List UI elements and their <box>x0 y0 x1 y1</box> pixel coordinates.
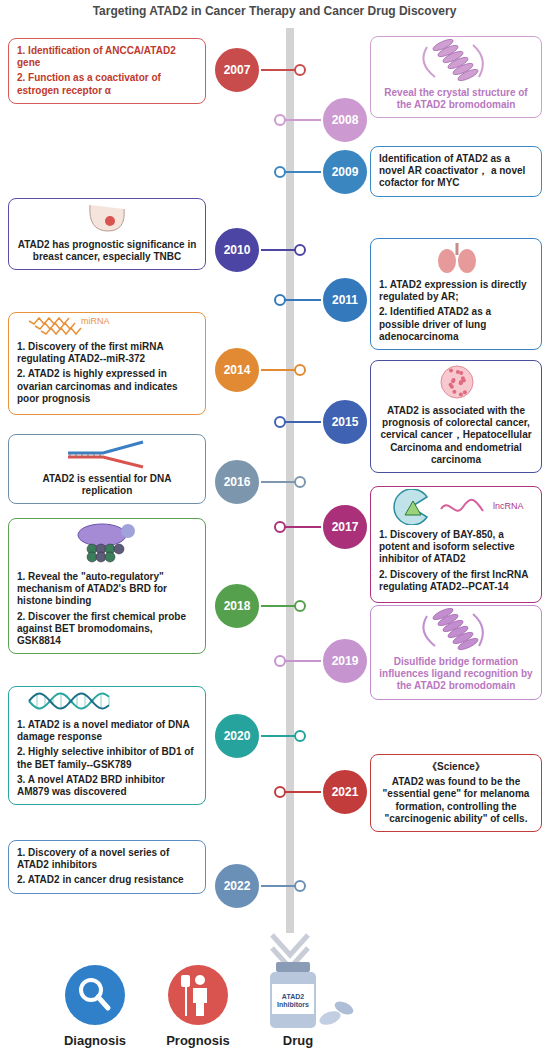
event-box: Reveal the crystal structure of the ATAD… <box>370 36 542 118</box>
event-text: ATAD2 is essential for DNA replication <box>17 473 197 497</box>
event-box: Identification of ATAD2 as a novel AR co… <box>370 146 542 197</box>
event-text: 2. Discover the first chemical probe aga… <box>17 611 197 648</box>
cell-icon <box>371 363 543 401</box>
event-box: 1. Identification of ANCCA/ATAD2 gene 2. … <box>8 38 206 104</box>
diagnosis-icon <box>65 965 125 1025</box>
timeline-tick <box>275 787 321 797</box>
event-text: 2. Highly selective inhibitor of BD1 of … <box>17 746 197 770</box>
year-label: 2021 <box>332 785 359 799</box>
event-box: 1. Discovery of BAY-850, a potent and is… <box>370 486 542 603</box>
icon-label: miRNA <box>81 316 110 326</box>
event-box: Disulfide bridge formation influences li… <box>370 605 542 700</box>
event-box: 1. ATAD2 is a novel mediator of DNA dama… <box>8 686 206 805</box>
event-box: 1. ATAD2 expression is directly regulate… <box>370 238 542 350</box>
year-circle: 2017 <box>321 503 369 551</box>
event-text: 1. Discovery of BAY-850, a potent and is… <box>379 529 533 566</box>
drug-bottle-icon <box>270 962 355 1028</box>
year-circle: 2007 <box>213 46 261 94</box>
year-label: 2007 <box>224 63 251 77</box>
breast-icon <box>9 201 207 235</box>
timeline-tick <box>275 417 321 427</box>
year-label: 2016 <box>224 475 251 489</box>
event-text: 2. Function as a coactivator of estrogen… <box>17 72 197 96</box>
event-text: 1. ATAD2 is a novel mediator of DNA dama… <box>17 719 197 743</box>
timeline-tick <box>275 656 321 666</box>
year-label: 2017 <box>332 520 359 534</box>
prognosis-icon <box>168 965 228 1025</box>
year-circle: 2015 <box>321 398 369 446</box>
event-text: 《Science》 <box>379 761 533 773</box>
year-label: 2019 <box>332 654 359 668</box>
event-box: 1. Reveal the "auto-regulatory" mechanis… <box>8 518 206 654</box>
event-text: 2. Discovery of the first lncRNA regulat… <box>379 569 533 593</box>
year-label: 2015 <box>332 415 359 429</box>
timeline-tick <box>261 365 305 375</box>
year-circle: 2014 <box>213 346 261 394</box>
year-circle: 2016 <box>213 458 261 506</box>
lungs-icon <box>371 241 543 275</box>
icon-label: lncRNA <box>493 501 524 511</box>
year-circle: 2018 <box>213 582 261 630</box>
event-text: 2. ATAD2 is highly expressed in ovarian … <box>17 368 197 405</box>
event-box: 《Science》 ATAD2 was found to be the "esse… <box>370 754 542 832</box>
icon-label: ATAD2 Inhibitors <box>273 993 313 1008</box>
timeline-tick <box>261 245 305 255</box>
timeline-tick <box>261 881 305 891</box>
helix-icon <box>371 608 543 652</box>
helix-icon <box>371 39 543 83</box>
event-text: ATAD2 was found to be the "essential gen… <box>379 776 533 825</box>
event-box: ATAD2 is associated with the prognosis o… <box>370 360 542 473</box>
event-box: 1. Discovery of the first miRNA regulati… <box>8 312 206 415</box>
event-box: 1. Discovery of a novel series of ATAD2 … <box>8 840 206 894</box>
timeline-tick <box>275 522 321 532</box>
event-text: 3. A novel ATAD2 BRD inhibitor AM879 was… <box>17 774 197 798</box>
icon-label: Prognosis <box>148 1034 248 1048</box>
timeline-tick <box>275 167 321 177</box>
year-circle: 2010 <box>213 226 261 274</box>
complex-icon <box>9 521 207 567</box>
event-text: ATAD2 is associated with the prognosis o… <box>379 405 533 466</box>
event-box: ATAD2 has prognostic significance in bre… <box>8 198 206 270</box>
year-circle: 2019 <box>321 637 369 685</box>
year-label: 2010 <box>224 243 251 257</box>
timeline-tick <box>261 477 305 487</box>
event-text: ATAD2 has prognostic significance in bre… <box>17 239 197 263</box>
event-text: 2. ATAD2 in cancer drug resistance <box>17 874 197 886</box>
year-circle: 2008 <box>321 96 369 144</box>
year-circle: 2021 <box>321 768 369 816</box>
year-label: 2022 <box>224 879 251 893</box>
year-circle: 2011 <box>321 276 369 324</box>
event-text: 1. Reveal the "auto-regulatory" mechanis… <box>17 571 197 608</box>
event-text: 1. Discovery of a novel series of ATAD2 … <box>17 847 197 871</box>
timeline-bar <box>286 28 294 933</box>
year-label: 2020 <box>224 729 251 743</box>
icon-label: Diagnosis <box>45 1034 145 1048</box>
year-circle: 2022 <box>213 862 261 910</box>
year-label: 2008 <box>332 113 359 127</box>
year-label: 2011 <box>332 293 358 307</box>
event-text: Disulfide bridge formation influences li… <box>379 656 533 693</box>
diagram-title: Targeting ATAD2 in Cancer Therapy and Ca… <box>0 4 549 18</box>
timeline-tick <box>261 65 305 75</box>
event-text: Identification of ATAD2 as a novel AR co… <box>379 153 533 190</box>
year-label: 2009 <box>332 165 359 179</box>
event-text: 1. Discovery of the first miRNA regulati… <box>17 341 197 365</box>
event-box: ATAD2 is essential for DNA replication <box>8 434 206 504</box>
dna-icon <box>9 689 207 715</box>
timeline-tick <box>275 295 321 305</box>
event-text: 2. Identified ATAD2 as a possible driver… <box>379 306 533 343</box>
timeline-tick <box>261 601 305 611</box>
event-text: 1. ATAD2 expression is directly regulate… <box>379 279 533 303</box>
fork-icon <box>9 437 207 469</box>
timeline-tick <box>261 731 305 741</box>
year-label: 2018 <box>224 599 251 613</box>
event-text: Reveal the crystal structure of the ATAD… <box>379 87 533 111</box>
icon-label: Drug <box>258 1034 338 1048</box>
timeline-tick <box>275 115 321 125</box>
year-label: 2014 <box>224 363 251 377</box>
year-circle: 2020 <box>213 712 261 760</box>
year-circle: 2009 <box>321 148 369 196</box>
event-text: 1. Identification of ANCCA/ATAD2 gene <box>17 45 197 69</box>
